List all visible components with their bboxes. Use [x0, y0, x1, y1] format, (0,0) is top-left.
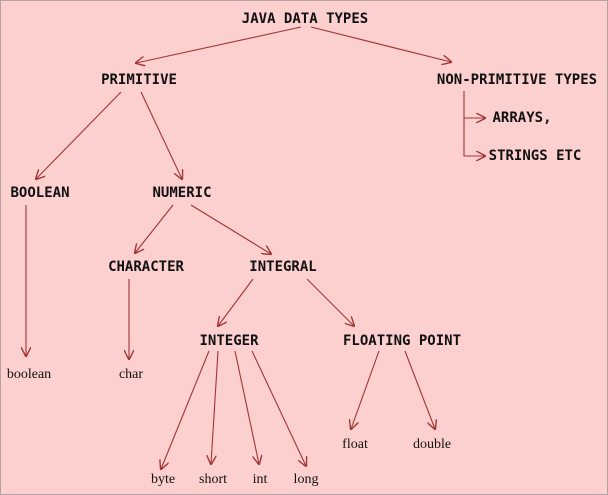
arrow-integer-to-int	[234, 350, 259, 464]
node-java-data-types: JAVA DATA TYPES	[241, 11, 369, 27]
arrow-root-to-non-primitive	[310, 26, 451, 62]
node-primitive: PRIMITIVE	[101, 72, 177, 88]
leaf-boolean: boolean	[6, 367, 52, 382]
leaf-double: double	[412, 437, 452, 452]
arrow-primitive-to-numeric	[140, 91, 182, 179]
node-integral: INTEGRAL	[249, 259, 317, 275]
leaf-short: short	[199, 472, 227, 487]
arrow-floating-to-double	[404, 350, 435, 429]
arrow-to-strings	[463, 118, 485, 156]
node-non-primitive-types: NON-PRIMITIVE TYPES	[436, 72, 598, 88]
node-strings-etc: STRINGS ETC	[488, 148, 582, 164]
node-arrays: ARRAYS,	[492, 110, 552, 126]
arrow-numeric-to-integral	[190, 204, 271, 254]
node-floating-point: FLOATING POINT	[342, 333, 462, 349]
arrow-integer-to-long	[251, 350, 306, 466]
arrow-root-to-primitive	[136, 26, 302, 63]
leaf-long: long	[293, 472, 319, 487]
node-boolean-category: BOOLEAN	[10, 185, 70, 201]
node-numeric: NUMERIC	[152, 185, 212, 201]
arrow-integer-to-short	[211, 350, 219, 464]
arrow-to-arrays	[463, 91, 485, 118]
arrow-primitive-to-boolean	[36, 91, 122, 179]
node-integer: INTEGER	[199, 333, 259, 349]
leaf-char: char	[118, 367, 144, 382]
arrow-integral-to-integer	[218, 278, 254, 326]
arrow-integer-to-byte	[161, 350, 210, 469]
leaf-float: float	[342, 437, 368, 452]
arrow-integral-to-floating	[306, 278, 354, 326]
leaf-int: int	[252, 472, 268, 487]
node-character: CHARACTER	[108, 259, 184, 275]
arrow-numeric-to-character	[135, 204, 174, 253]
arrow-floating-to-float	[351, 350, 380, 429]
leaf-byte: byte	[150, 472, 176, 487]
